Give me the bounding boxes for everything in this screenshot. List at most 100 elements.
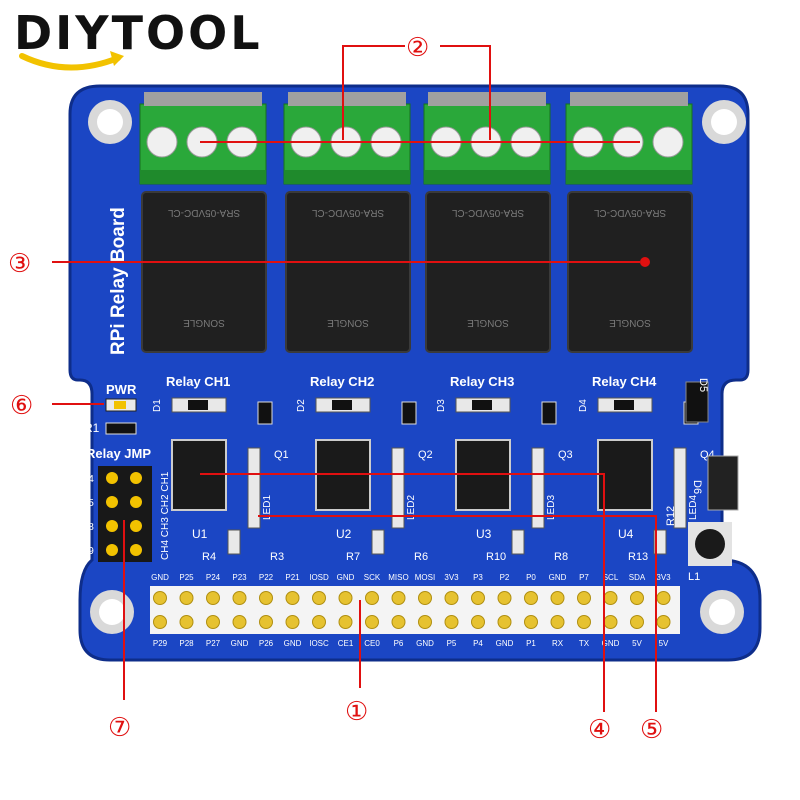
relay-marking-bottom: SONGLE: [183, 317, 225, 328]
relay-body: [285, 191, 411, 353]
relay-marking-bottom: SONGLE: [467, 317, 509, 328]
callout-3-marker: ③: [8, 248, 31, 278]
header-top-label: GND: [337, 573, 355, 582]
header-pin: [312, 615, 326, 629]
callout-1-marker: ①: [345, 696, 368, 726]
header-bottom-label: P26: [259, 639, 274, 648]
diode-label: D3: [436, 399, 447, 412]
header-top-label: P21: [285, 573, 300, 582]
diode-d6: [707, 455, 739, 511]
header-pin: [285, 591, 300, 605]
header-bottom-label: IOSC: [309, 639, 329, 648]
callout-2-line: [342, 45, 405, 140]
header-pin: [206, 615, 220, 629]
header-top-label: P24: [206, 573, 221, 582]
header-top-label: SCK: [364, 573, 381, 582]
diode-label: D1: [152, 399, 163, 412]
led-label: LED1: [262, 495, 273, 520]
transistor-label: Q2: [418, 449, 433, 461]
pwr-led-cap: [114, 401, 126, 409]
header-pin: [444, 591, 459, 605]
terminal-base: [566, 170, 692, 184]
header-pin: [259, 591, 273, 605]
led: [531, 447, 545, 529]
header-pin: [232, 615, 247, 629]
optocoupler-label: U2: [336, 527, 352, 541]
header-pin: [630, 615, 644, 629]
transistor: [257, 401, 273, 425]
header-top-label: P0: [526, 573, 536, 582]
board-title: RPi Relay Board: [108, 207, 129, 355]
header-bottom-label: GND: [231, 639, 249, 648]
jumper-pin-label: P29: [76, 546, 94, 557]
optocoupler: [597, 439, 653, 511]
header-bottom-label: 5V: [659, 639, 669, 648]
header-top-label: GND: [549, 573, 567, 582]
header-pin: [285, 615, 300, 629]
header-pin: [259, 615, 273, 629]
relay-body: [141, 191, 267, 353]
transistor: [401, 401, 417, 425]
resistor-a-label: R7: [346, 551, 360, 563]
channel-label: Relay CH4: [592, 374, 657, 389]
resistor-b-label: R3: [270, 551, 284, 563]
transistor-label: Q3: [558, 449, 573, 461]
header-bottom-label: P5: [447, 639, 457, 648]
jumper-pin: [130, 496, 142, 508]
terminal-base: [140, 170, 266, 184]
header-top-label: SDA: [629, 573, 646, 582]
relay-marking-top: SRA-05VDC-CL: [451, 207, 524, 218]
callout-2-line: [440, 45, 491, 140]
header-pin: [391, 591, 406, 605]
header-pin: [153, 591, 167, 605]
header-pin: [550, 591, 565, 605]
header-pin: [497, 591, 512, 605]
header-pin: [418, 591, 432, 605]
resistor: [227, 529, 241, 555]
header-bottom-label: 5V: [632, 639, 642, 648]
header-pin: [471, 591, 485, 605]
jumper-pin: [106, 496, 118, 508]
terminal-base: [284, 170, 410, 184]
diode-label: D4: [578, 399, 589, 412]
header-top-label: MISO: [388, 573, 408, 582]
header-top-label: IOSD: [309, 573, 329, 582]
l1-label: L1: [688, 571, 700, 583]
jumper-pin-label: P24: [76, 474, 94, 485]
header-pin: [232, 591, 247, 605]
jumper-pin: [106, 544, 118, 556]
led-label: LED2: [406, 495, 417, 520]
led: [247, 447, 261, 529]
channel-label: Relay CH2: [310, 374, 374, 389]
resistor-b-label: R6: [414, 551, 428, 563]
header-pin: [524, 591, 538, 605]
callout-3-dot: [640, 257, 650, 267]
relay-body: [425, 191, 551, 353]
flyback-diode-body: [332, 400, 352, 410]
gpio-header: GNDP29P25P28P24P27P23GNDP22P26P21GNDIOSD…: [150, 573, 680, 648]
brand-swoosh-icon: [19, 51, 124, 71]
header-pin: [656, 615, 671, 629]
header-pin: [577, 615, 591, 629]
header-top-label: P7: [579, 573, 589, 582]
inductor-core: [695, 529, 725, 559]
transistor: [541, 401, 557, 425]
header-top-label: 3V3: [656, 573, 671, 582]
jumper-title: Relay JMP: [86, 446, 151, 461]
header-pin: [365, 615, 379, 629]
flyback-diode-body: [188, 400, 208, 410]
transistor-label: Q1: [274, 449, 289, 461]
r1-label: R1: [84, 421, 100, 435]
mounting-hole: [90, 590, 134, 634]
led-label: LED3: [546, 495, 557, 520]
header-pin: [577, 591, 591, 605]
callout-4-line: [200, 473, 605, 712]
header-pin: [338, 615, 353, 629]
header-pin: [365, 591, 379, 605]
terminal-screw-hole: [146, 126, 178, 158]
relay-marking-top: SRA-05VDC-CL: [311, 207, 384, 218]
